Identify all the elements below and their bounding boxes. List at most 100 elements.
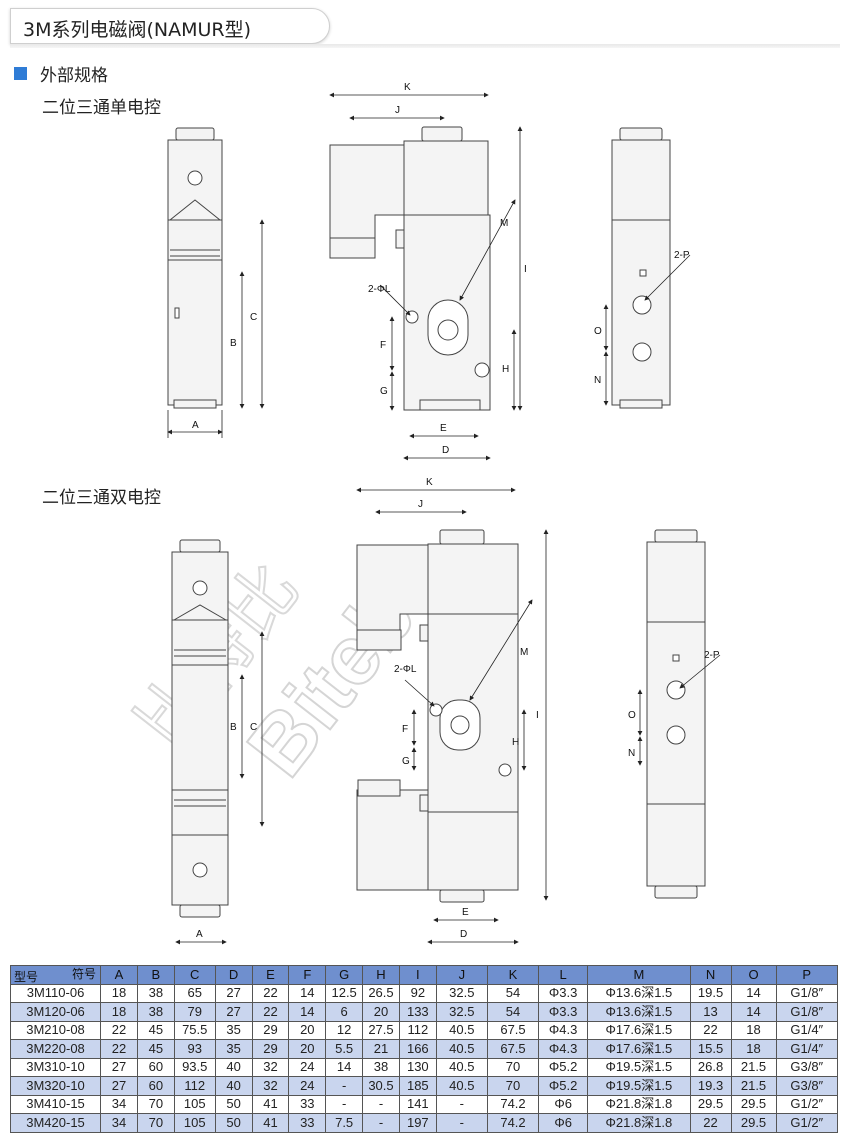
table-cell: 22: [689, 1020, 732, 1040]
table-cell: 112: [173, 1076, 216, 1096]
dim-O-bottom: O: [628, 710, 636, 721]
column-header: G: [325, 965, 364, 985]
table-cell: Φ19.5深1.5: [587, 1076, 691, 1096]
table-cell: Φ21.8深1.8: [587, 1094, 691, 1114]
dim-I-bottom: I: [536, 710, 539, 721]
dim-J-bottom: J: [418, 499, 423, 510]
single-front-view: [329, 126, 491, 411]
table-cell: 75.5: [173, 1020, 216, 1040]
table-cell: Φ6: [538, 1094, 589, 1114]
model-cell: 3M210-08: [9, 1020, 102, 1040]
dim-N-bottom: N: [628, 748, 635, 759]
model-cell: 3M420-15: [9, 1113, 102, 1133]
table-cell: 30.5: [362, 1076, 400, 1096]
table-cell: 18: [100, 1002, 138, 1022]
column-header: I: [398, 965, 437, 985]
table-cell: 33: [288, 1113, 327, 1133]
table-cell: 27: [214, 1002, 253, 1022]
table-cell: 67.5: [486, 1020, 540, 1040]
table-cell: 32.5: [435, 983, 488, 1003]
column-header: B: [136, 965, 175, 985]
table-cell: 41: [251, 1094, 290, 1114]
page-title-tab: 3M系列电磁阀(NAMUR型): [10, 8, 330, 44]
table-cell: 34: [100, 1094, 138, 1114]
table-cell: 27: [100, 1076, 138, 1096]
table-cell: 22: [689, 1113, 732, 1133]
column-header: D: [214, 965, 253, 985]
double-side-view: [171, 539, 229, 918]
table-cell: G1/8″: [775, 983, 839, 1003]
table-cell: 21.5: [730, 1076, 777, 1096]
table-cell: -: [325, 1076, 364, 1096]
table-cell: 26.8: [689, 1057, 732, 1077]
table-cell: Φ4.3: [538, 1020, 589, 1040]
table-cell: 14: [288, 983, 327, 1003]
corner-symbol-label: 符号: [72, 967, 97, 981]
single-right-view: [611, 127, 671, 409]
dim-M-bottom: M: [520, 647, 528, 658]
dim-B-top: B: [230, 338, 237, 349]
table-cell: 21.5: [730, 1057, 777, 1077]
technical-drawings: Bitebi 比特比: [119, 82, 721, 945]
table-cell: 26.5: [362, 983, 400, 1003]
column-header: A: [100, 965, 138, 985]
double-front-view: [356, 529, 519, 903]
table-cell: 40.5: [435, 1076, 488, 1096]
table-cell: 60: [136, 1057, 175, 1077]
table-cell: 40: [214, 1057, 253, 1077]
table-cell: 18: [100, 983, 138, 1003]
table-cell: 40.5: [435, 1057, 488, 1077]
table-cell: 60: [136, 1076, 175, 1096]
table-cell: 14: [325, 1057, 364, 1077]
model-cell: 3M310-10: [9, 1057, 102, 1077]
table-cell: 41: [251, 1113, 290, 1133]
table-cell: 74.2: [486, 1113, 540, 1133]
table-cell: 105: [173, 1113, 216, 1133]
table-cell: 5.5: [325, 1039, 364, 1059]
dim-D-bottom: D: [460, 929, 467, 940]
table-cell: 22: [251, 1002, 290, 1022]
table-cell: 45: [136, 1039, 175, 1059]
table-cell: 65: [173, 983, 216, 1003]
table-cell: 22: [100, 1020, 138, 1040]
table-cell: 14: [288, 1002, 327, 1022]
table-cell: 40.5: [435, 1039, 488, 1059]
table-cell: Φ6: [538, 1113, 589, 1133]
dimension-labels: A B C K J E D I M H F G 2-ΦL N O 2-P A B…: [192, 82, 720, 940]
table-cell: G1/2″: [775, 1113, 839, 1133]
dim-G-bottom: G: [402, 756, 410, 767]
dim-E-bottom: E: [462, 907, 469, 918]
table-cell: 32: [251, 1076, 290, 1096]
table-cell: 92: [398, 983, 437, 1003]
table-cell: 29.5: [689, 1094, 732, 1114]
page-title: 3M系列电磁阀(NAMUR型): [23, 19, 252, 41]
table-cell: 67.5: [486, 1039, 540, 1059]
table-cell: 20: [288, 1020, 327, 1040]
dim-F-top: F: [380, 340, 386, 351]
dim-A-top: A: [192, 420, 199, 431]
table-cell: -: [362, 1113, 400, 1133]
table-cell: 27.5: [362, 1020, 400, 1040]
dim-2L-bottom: 2-ΦL: [394, 664, 417, 675]
model-cell: 3M220-08: [9, 1039, 102, 1059]
table-cell: 70: [136, 1113, 175, 1133]
dim-C-bottom: C: [250, 722, 257, 733]
table-cell: G3/8″: [775, 1076, 839, 1096]
dim-E-top: E: [440, 423, 447, 434]
table-cell: 35: [214, 1020, 253, 1040]
dim-H-bottom: H: [512, 737, 519, 748]
table-cell: 74.2: [486, 1094, 540, 1114]
table-cell: 27: [100, 1057, 138, 1077]
subtitle-double-control: 二位三通双电控: [42, 488, 161, 508]
table-cell: 24: [288, 1057, 327, 1077]
column-header: J: [435, 965, 488, 985]
dim-I-top: I: [524, 264, 527, 275]
table-cell: 14: [730, 983, 777, 1003]
corner-model-label: 型号: [14, 969, 39, 984]
table-cell: 7.5: [325, 1113, 364, 1133]
table-cell: 93.5: [173, 1057, 216, 1077]
